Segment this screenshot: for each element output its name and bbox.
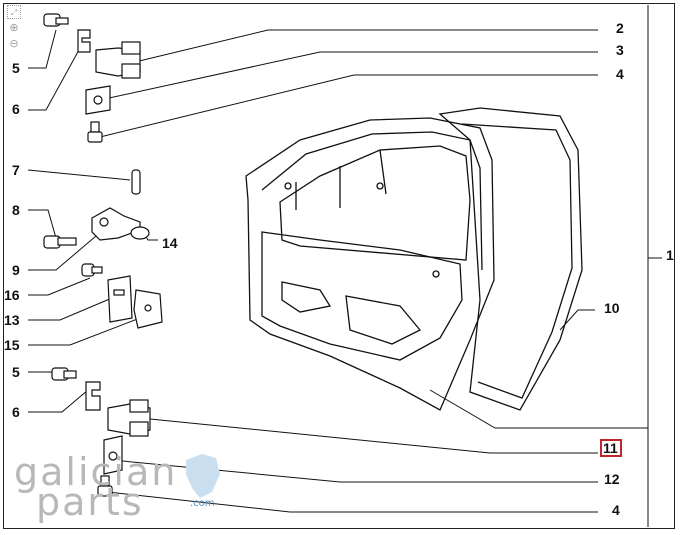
nut-14 bbox=[130, 226, 150, 240]
callout-4-top[interactable]: 4 bbox=[616, 66, 624, 82]
leader-line-4-top bbox=[99, 74, 598, 138]
door-skin-inner-edge bbox=[461, 123, 573, 399]
leader-line-7 bbox=[27, 169, 131, 181]
upper-hinge-2 bbox=[95, 41, 141, 79]
shim-6-bottom bbox=[85, 381, 101, 411]
leader-line-8 bbox=[28, 209, 57, 239]
window-channel bbox=[295, 149, 387, 210]
watermark-domain: .com bbox=[190, 498, 215, 509]
bolt-5-bottom bbox=[51, 367, 77, 381]
zoom-in-icon[interactable]: ⊕ bbox=[9, 21, 19, 34]
watermark-line-1: galician bbox=[14, 450, 178, 494]
door-lower-panel bbox=[261, 231, 463, 361]
zoom-toolbar: ⤢ ⊕ ⊖ bbox=[7, 5, 25, 53]
highlight-box-11 bbox=[600, 439, 622, 457]
bolt-5-top bbox=[43, 13, 69, 27]
callout-16[interactable]: 16 bbox=[4, 287, 20, 303]
callout-9[interactable]: 9 bbox=[12, 262, 20, 278]
leader-line-door-to-bracket bbox=[429, 389, 648, 429]
callout-14[interactable]: 14 bbox=[162, 235, 178, 251]
leader-line-5-top bbox=[28, 29, 57, 69]
zoom-out-icon[interactable]: ⊖ bbox=[9, 37, 19, 50]
callout-10[interactable]: 10 bbox=[604, 300, 620, 316]
plate-13 bbox=[107, 275, 133, 323]
watermark-logo: galician parts .com bbox=[14, 448, 224, 522]
callout-8[interactable]: 8 bbox=[12, 202, 20, 218]
callout-3[interactable]: 3 bbox=[616, 42, 624, 58]
callout-2[interactable]: 2 bbox=[616, 20, 624, 36]
leader-line-15 bbox=[28, 317, 141, 346]
mount-hole bbox=[432, 270, 440, 278]
leader-line-3 bbox=[99, 51, 598, 101]
leader-line-6-top bbox=[28, 47, 81, 111]
bolt-16 bbox=[81, 263, 103, 277]
callout-13[interactable]: 13 bbox=[4, 312, 20, 328]
door-skin-10 bbox=[438, 107, 583, 411]
callout-6-top[interactable]: 6 bbox=[12, 101, 20, 117]
fit-page-icon[interactable]: ⤢ bbox=[7, 5, 21, 19]
bracket-15 bbox=[133, 289, 163, 329]
watermark-line-2: parts bbox=[36, 480, 144, 524]
screw-4-top bbox=[87, 121, 103, 143]
bolt-8 bbox=[43, 235, 77, 249]
leader-line-4-bottom bbox=[107, 491, 598, 513]
callout-1[interactable]: 1 bbox=[666, 247, 674, 263]
mount-hole bbox=[376, 182, 384, 190]
leader-line-10 bbox=[559, 309, 595, 331]
door-window-opening bbox=[279, 145, 471, 261]
leader-line-6-bottom bbox=[28, 389, 89, 413]
pin-7 bbox=[131, 169, 141, 195]
shim-6-top bbox=[77, 29, 91, 53]
callout-12[interactable]: 12 bbox=[604, 471, 620, 487]
door-inner-frame bbox=[245, 117, 495, 411]
callout-5-top[interactable]: 5 bbox=[12, 60, 20, 76]
screw-4-bottom bbox=[97, 475, 113, 497]
lower-hinge-11 bbox=[107, 399, 151, 437]
callout-4-bottom[interactable]: 4 bbox=[612, 502, 620, 518]
door-assembly bbox=[245, 107, 583, 411]
callout-5-bottom[interactable]: 5 bbox=[12, 364, 20, 380]
callout-11[interactable]: 11 bbox=[603, 440, 618, 456]
hinge-plate-3 bbox=[85, 85, 111, 115]
hinge-plate-12 bbox=[103, 435, 123, 475]
door-panel-openings bbox=[281, 281, 422, 345]
leader-line-11 bbox=[139, 417, 598, 454]
leader-line-13 bbox=[28, 297, 113, 321]
leader-line-9 bbox=[28, 235, 97, 271]
galicia-map-icon bbox=[186, 454, 220, 498]
mount-hole bbox=[284, 182, 292, 190]
callout-7[interactable]: 7 bbox=[12, 162, 20, 178]
door-window-frame-outer bbox=[261, 131, 483, 271]
callout-6-bottom[interactable]: 6 bbox=[12, 404, 20, 420]
callout-15[interactable]: 15 bbox=[4, 337, 20, 353]
leader-line-2 bbox=[134, 29, 598, 63]
diagram-frame bbox=[3, 3, 675, 529]
leader-line-16 bbox=[28, 277, 91, 296]
